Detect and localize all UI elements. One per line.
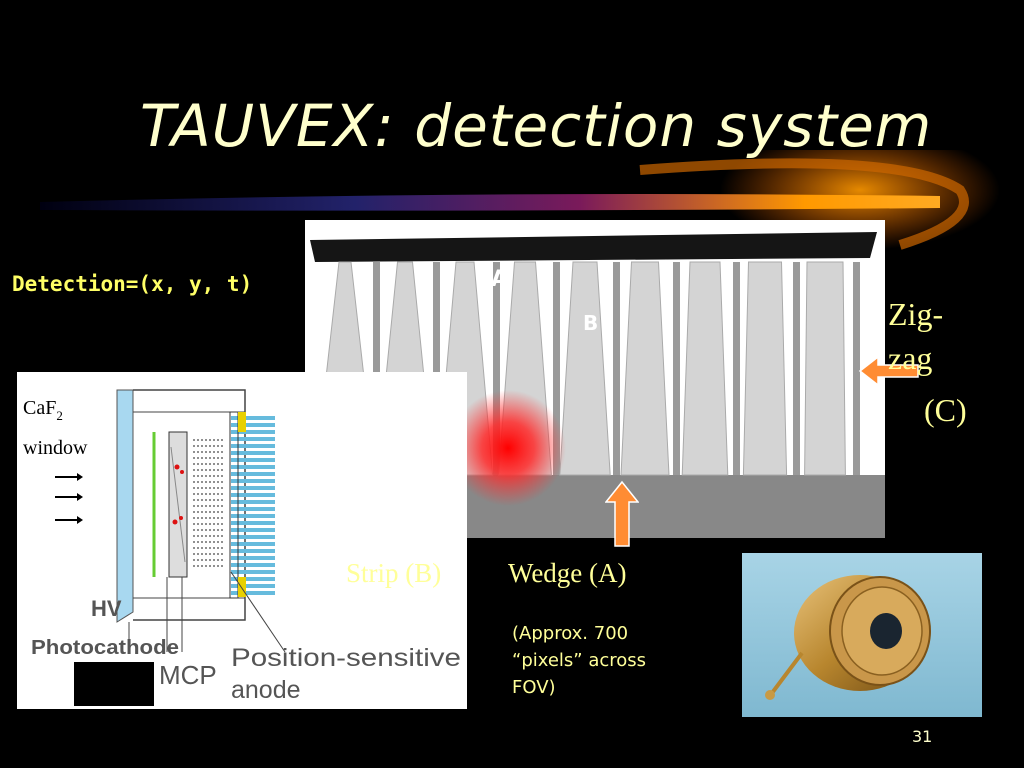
anode-stripe xyxy=(231,563,275,567)
anode-stripe xyxy=(231,458,275,462)
hv-label: HV xyxy=(91,596,122,621)
anode-stripe xyxy=(231,451,275,455)
window-label: window xyxy=(23,437,88,459)
photon-spot xyxy=(450,390,566,506)
anode-wedge xyxy=(804,261,846,476)
zigzag-line-2: zag xyxy=(888,340,933,376)
label-b: B xyxy=(583,311,598,335)
zigzag-label: Zig- zag xyxy=(888,292,943,380)
detector-photo xyxy=(742,553,982,717)
anode-stripe xyxy=(231,556,275,560)
position-sensitive-label: Position-sensitive xyxy=(231,644,461,672)
anode-stripes xyxy=(231,416,275,595)
detector-schematic: CaF2 window HV Photocathode MCP Position… xyxy=(17,372,467,709)
anode-wedge xyxy=(681,261,729,476)
photon-arrows xyxy=(55,473,83,524)
anode-strip xyxy=(853,262,860,475)
anode-strip xyxy=(553,262,560,475)
anode-stripe xyxy=(231,416,275,420)
electron-cloud xyxy=(193,439,223,567)
anode-stripe xyxy=(231,486,275,490)
anode-stripe xyxy=(231,507,275,511)
pixel-note: (Approx. 700 “pixels” across FOV) xyxy=(512,623,647,698)
caf-subscript: 2 xyxy=(56,408,63,423)
wedge-label: Wedge (A) xyxy=(508,558,627,588)
anode-wedge xyxy=(742,261,788,476)
anode-stripe xyxy=(231,493,275,497)
page-number: 31 xyxy=(912,727,933,746)
zigzag-arrow xyxy=(858,355,919,387)
anode-stripe xyxy=(231,479,275,483)
anode-stripe xyxy=(231,577,275,581)
anode-stripe xyxy=(231,500,275,504)
slide-title: TAUVEX: detection system xyxy=(140,92,933,160)
anode-stripe xyxy=(231,535,275,539)
anode-stripe xyxy=(231,591,275,595)
photocathode-label: Photocathode xyxy=(31,637,179,659)
anode-strip xyxy=(793,262,800,475)
strip-label: Strip (B) xyxy=(346,558,442,588)
anode-strip xyxy=(733,262,740,475)
label-a: A xyxy=(491,267,508,292)
black-box xyxy=(74,662,154,706)
anode-stripe xyxy=(231,542,275,546)
anode-label: anode xyxy=(231,676,301,704)
anode-stripe xyxy=(231,472,275,476)
wedge-arrow xyxy=(605,480,639,547)
caf-label: CaF xyxy=(23,397,56,419)
anode-wedge xyxy=(620,261,670,476)
anode-stripe xyxy=(231,444,275,448)
anode-strip xyxy=(373,262,380,475)
anode-stripe xyxy=(231,423,275,427)
anode-stripe xyxy=(231,514,275,518)
svg-text:CaF2: CaF2 xyxy=(23,397,63,423)
anode-strip xyxy=(433,262,440,475)
anode-stripe xyxy=(231,584,275,588)
anode-stripe xyxy=(231,521,275,525)
anode-wedge xyxy=(559,261,611,476)
anode-stripe xyxy=(231,430,275,434)
zigzag-line-1: Zig- xyxy=(888,296,944,332)
anode-stripe xyxy=(231,528,275,532)
anode-stripe xyxy=(231,437,275,441)
anode-strip xyxy=(673,262,680,475)
anode-strip xyxy=(493,262,500,475)
anode-stripe xyxy=(231,465,275,469)
zigzag-c-label: (C) xyxy=(924,392,967,428)
anode-strip xyxy=(613,262,620,475)
detection-label: Detection=(x, y, t) xyxy=(12,272,253,296)
mcp-label: MCP xyxy=(159,660,217,690)
anode-stripe xyxy=(231,570,275,574)
anode-stripe xyxy=(231,549,275,553)
